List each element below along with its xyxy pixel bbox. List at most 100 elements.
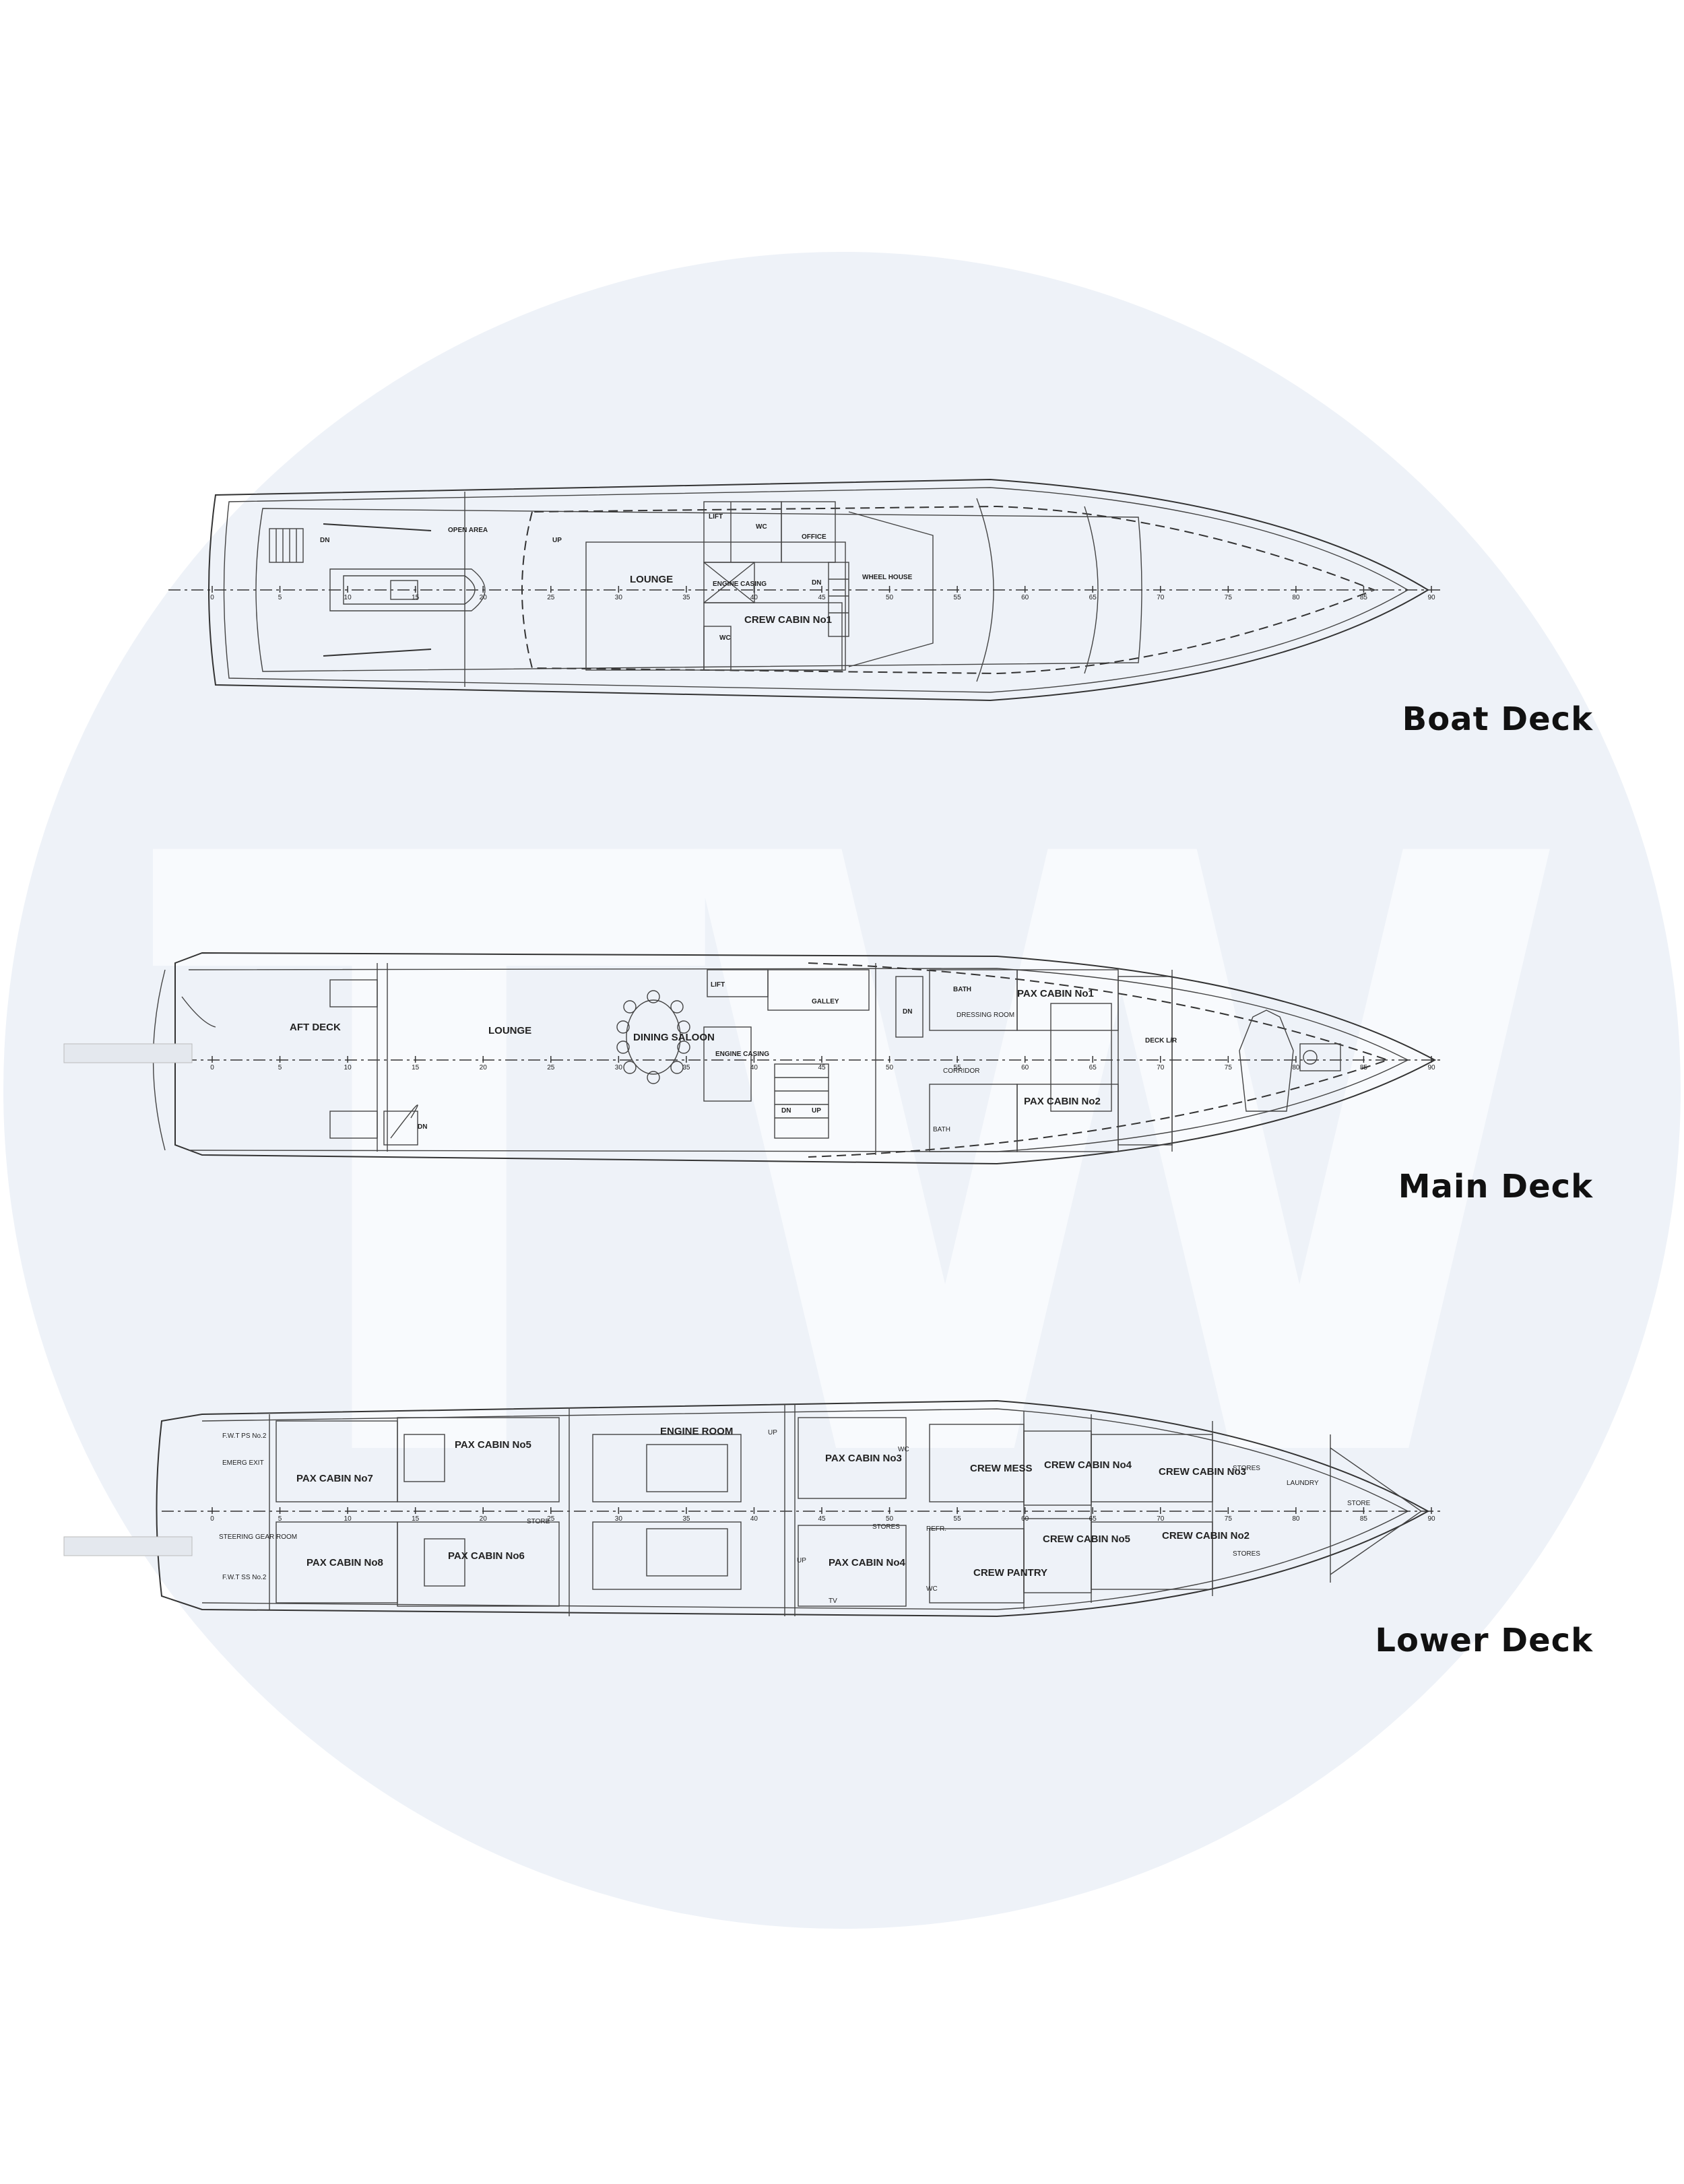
lower-wc2-label: WC bbox=[926, 1585, 938, 1593]
boat-engine-casing-label: ENGINE CASING bbox=[713, 581, 767, 588]
frame-tick-label: 50 bbox=[886, 1515, 894, 1523]
frame-tick-label: 0 bbox=[210, 1515, 214, 1523]
main-dn2-label: DN bbox=[781, 1107, 791, 1115]
boat-wc-label: WC bbox=[756, 523, 767, 531]
watermark-text: TW bbox=[149, 686, 1555, 1642]
frame-tick-label: 75 bbox=[1225, 594, 1233, 601]
frame-tick-label: 50 bbox=[886, 594, 894, 601]
frame-tick-label: 60 bbox=[1021, 1064, 1029, 1071]
frame-tick-label: 75 bbox=[1225, 1515, 1233, 1523]
frame-tick-label: 45 bbox=[818, 594, 826, 601]
frame-tick-label: 10 bbox=[344, 1064, 352, 1071]
frame-tick-label: 0 bbox=[210, 1064, 214, 1071]
watermark-circle bbox=[3, 252, 1681, 1929]
frame-tick-label: 5 bbox=[278, 1064, 282, 1071]
main-engine-casing-label: ENGINE CASING bbox=[715, 1051, 769, 1058]
lower-deck-title: Lower Deck bbox=[1375, 1622, 1593, 1659]
main-galley-label: GALLEY bbox=[812, 998, 839, 1005]
boat-deck-plan: OPEN AREA LOUNGE LIFT WC OFFICE ENGINE C… bbox=[168, 478, 1442, 702]
main-dn-label: DN bbox=[418, 1123, 427, 1131]
frame-tick-label: 90 bbox=[1427, 1064, 1435, 1071]
frame-tick-label: 55 bbox=[954, 1064, 962, 1071]
frame-tick-label: 70 bbox=[1157, 594, 1165, 601]
frame-tick-label: 20 bbox=[480, 1515, 488, 1523]
main-dn3-label: DN bbox=[903, 1008, 912, 1016]
main-deck-lr-label: DECK L/R bbox=[1145, 1037, 1177, 1045]
lower-pax8-label: PAX CABIN No8 bbox=[306, 1557, 383, 1568]
lower-engine-room-label: ENGINE ROOM bbox=[660, 1426, 733, 1437]
main-pax2-label: PAX CABIN No2 bbox=[1024, 1096, 1101, 1107]
boat-wc2-label: WC bbox=[719, 634, 731, 642]
main-lounge-label: LOUNGE bbox=[488, 1025, 531, 1036]
boat-dn-label: DN bbox=[320, 537, 329, 544]
main-corridor-label: CORRIDOR bbox=[943, 1067, 979, 1075]
boat-wheelhouse-label: WHEEL HOUSE bbox=[862, 574, 913, 581]
lower-store-label: STORE bbox=[527, 1518, 550, 1525]
frame-tick-label: 35 bbox=[682, 594, 690, 601]
lower-crew2-label: CREW CABIN No2 bbox=[1162, 1530, 1250, 1542]
main-dining-label: DINING SALOON bbox=[633, 1032, 715, 1043]
lower-crew5-label: CREW CABIN No5 bbox=[1043, 1533, 1130, 1545]
main-bath-label: BATH bbox=[953, 986, 971, 993]
boat-office-label: OFFICE bbox=[802, 533, 827, 541]
lower-stores-small-label: STORES bbox=[872, 1523, 900, 1531]
main-deck-plan: AFT DECK LOUNGE DINING SALOON LIFT GALLE… bbox=[63, 952, 1442, 1165]
main-lift-label: LIFT bbox=[711, 981, 725, 989]
frame-tick-label: 10 bbox=[344, 1515, 352, 1523]
frame-tick-label: 80 bbox=[1292, 594, 1300, 601]
frame-tick-label: 80 bbox=[1292, 1515, 1300, 1523]
frame-tick-label: 30 bbox=[615, 1515, 623, 1523]
frame-tick-label: 35 bbox=[682, 1064, 690, 1071]
lower-refr-label: REFR. bbox=[926, 1525, 946, 1533]
frame-tick-label: 60 bbox=[1021, 594, 1029, 601]
boat-deck-title: Boat Deck bbox=[1402, 700, 1593, 738]
lower-pax4-label: PAX CABIN No4 bbox=[829, 1557, 906, 1568]
frame-tick-label: 25 bbox=[547, 1515, 555, 1523]
frame-tick-label: 40 bbox=[750, 594, 758, 601]
frame-tick-label: 90 bbox=[1427, 594, 1435, 601]
lower-pax3-label: PAX CABIN No3 bbox=[825, 1453, 902, 1464]
frame-tick-label: 85 bbox=[1360, 594, 1368, 601]
lower-crew-pantry-label: CREW PANTRY bbox=[973, 1567, 1047, 1579]
frame-tick-label: 50 bbox=[886, 1064, 894, 1071]
frame-tick-label: 70 bbox=[1157, 1515, 1165, 1523]
boat-crew-cabin-label: CREW CABIN No1 bbox=[744, 614, 832, 626]
main-pax1-label: PAX CABIN No1 bbox=[1017, 988, 1094, 999]
frame-tick-label: 55 bbox=[954, 594, 962, 601]
frame-tick-label: 35 bbox=[682, 1515, 690, 1523]
boat-lounge-label: LOUNGE bbox=[630, 574, 673, 585]
frame-tick-label: 65 bbox=[1089, 1064, 1097, 1071]
lower-tv-label: TV bbox=[829, 1597, 837, 1605]
lower-deck-plan: F.W.T PS No.2 EMERG EXIT STEERING GEAR R… bbox=[63, 1399, 1442, 1618]
boat-dn2-label: DN bbox=[812, 579, 821, 587]
frame-tick-label: 75 bbox=[1225, 1064, 1233, 1071]
lower-laundry-label: LAUNDRY bbox=[1287, 1480, 1319, 1487]
frame-tick-label: 15 bbox=[412, 1064, 420, 1071]
lower-fwt-ps-label: F.W.T PS No.2 bbox=[222, 1432, 267, 1440]
lower-pax6-label: PAX CABIN No6 bbox=[448, 1550, 525, 1562]
frame-tick-label: 45 bbox=[818, 1064, 826, 1071]
lower-crew4-label: CREW CABIN No4 bbox=[1044, 1459, 1132, 1471]
lower-stores-top-label: STORES bbox=[1233, 1465, 1260, 1472]
frame-tick-label: 85 bbox=[1360, 1515, 1368, 1523]
frame-tick-label: 85 bbox=[1360, 1064, 1368, 1071]
frame-tick-label: 30 bbox=[615, 1064, 623, 1071]
boat-up-label: UP bbox=[552, 537, 562, 544]
lower-crew-mess-label: CREW MESS bbox=[970, 1463, 1033, 1474]
frame-tick-label: 90 bbox=[1427, 1515, 1435, 1523]
frame-tick-label: 20 bbox=[480, 1064, 488, 1071]
frame-tick-label: 55 bbox=[954, 1515, 962, 1523]
frame-tick-label: 80 bbox=[1292, 1064, 1300, 1071]
lower-up2-label: UP bbox=[797, 1557, 806, 1564]
frame-tick-label: 0 bbox=[210, 594, 214, 601]
main-aft-deck-label: AFT DECK bbox=[290, 1022, 341, 1033]
lower-stores-bottom-label: STORES bbox=[1233, 1550, 1260, 1558]
boat-lift-label: LIFT bbox=[709, 513, 723, 521]
frame-tick-label: 65 bbox=[1089, 1515, 1097, 1523]
frame-tick-label: 60 bbox=[1021, 1515, 1029, 1523]
frame-tick-label: 5 bbox=[278, 594, 282, 601]
frame-tick-label: 25 bbox=[547, 1064, 555, 1071]
lower-wc-label: WC bbox=[898, 1446, 909, 1453]
